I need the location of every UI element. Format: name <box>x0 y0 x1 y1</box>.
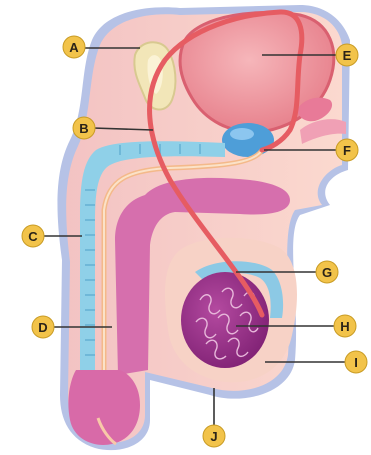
label-d: D <box>32 316 54 338</box>
label-h: H <box>334 315 356 337</box>
label-j: J <box>203 425 225 447</box>
label-b: B <box>73 117 95 139</box>
prostate-gland <box>222 123 274 157</box>
label-g-text: G <box>322 265 332 280</box>
label-c-text: C <box>28 229 38 244</box>
prostate-highlight <box>230 128 254 140</box>
label-a-text: A <box>69 40 79 55</box>
label-a: A <box>63 36 85 58</box>
testis <box>181 272 269 368</box>
label-f-text: F <box>343 143 351 158</box>
label-g: G <box>316 261 338 283</box>
label-f: F <box>336 139 358 161</box>
label-e-text: E <box>343 48 352 63</box>
label-i: I <box>345 351 367 373</box>
label-h-text: H <box>340 319 349 334</box>
label-j-text: J <box>210 429 217 444</box>
label-b-text: B <box>79 121 88 136</box>
label-e: E <box>336 44 358 66</box>
label-d-text: D <box>38 320 47 335</box>
glans <box>68 370 140 445</box>
label-i-text: I <box>354 355 358 370</box>
label-c: C <box>22 225 44 247</box>
